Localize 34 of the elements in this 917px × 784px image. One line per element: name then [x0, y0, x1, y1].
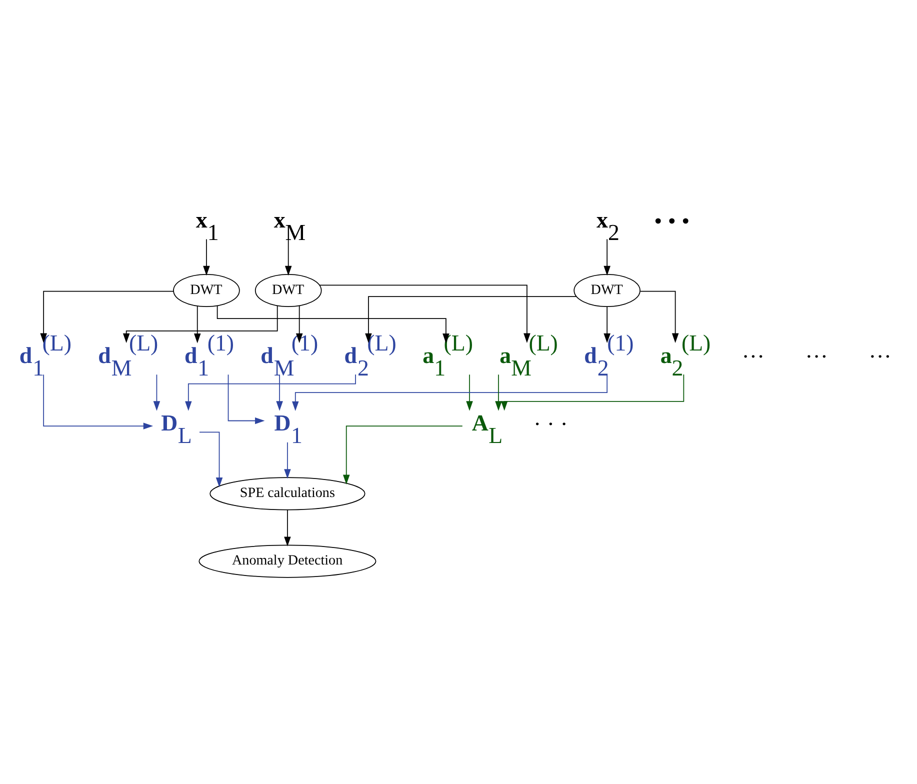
arrow: [153, 374, 160, 411]
arrow: [43, 374, 154, 430]
arrow: [40, 290, 174, 343]
arrow: [216, 305, 450, 344]
arrow: [604, 306, 610, 344]
arrow: [495, 374, 502, 411]
label: ···: [805, 344, 828, 369]
arrow: [199, 432, 223, 488]
arrow: [292, 374, 608, 412]
arrow: [284, 238, 292, 276]
arrow: [276, 374, 283, 411]
arrow: [466, 374, 473, 411]
label: ···: [868, 344, 892, 369]
arrow: [228, 374, 265, 424]
node-ellipse: Anomaly Detection: [198, 544, 376, 578]
arrow: [284, 510, 291, 546]
arrow: [604, 238, 610, 276]
arrow: [194, 306, 201, 344]
arrow: [640, 290, 679, 343]
arrow: [122, 305, 278, 344]
arrow: [365, 296, 577, 344]
arrow: [203, 238, 210, 276]
label: • • •: [654, 208, 690, 234]
arrow: [500, 374, 684, 411]
node-ellipse: DWT: [254, 274, 322, 308]
node-ellipse: DWT: [173, 274, 240, 308]
label: · · ·: [534, 412, 568, 437]
arrow: [284, 442, 291, 479]
label: ···: [742, 344, 765, 369]
arrow: [342, 426, 463, 484]
arrow: [296, 305, 303, 344]
arrow: [319, 284, 530, 343]
arrow: [185, 374, 356, 411]
node-ellipse: DWT: [574, 274, 640, 308]
